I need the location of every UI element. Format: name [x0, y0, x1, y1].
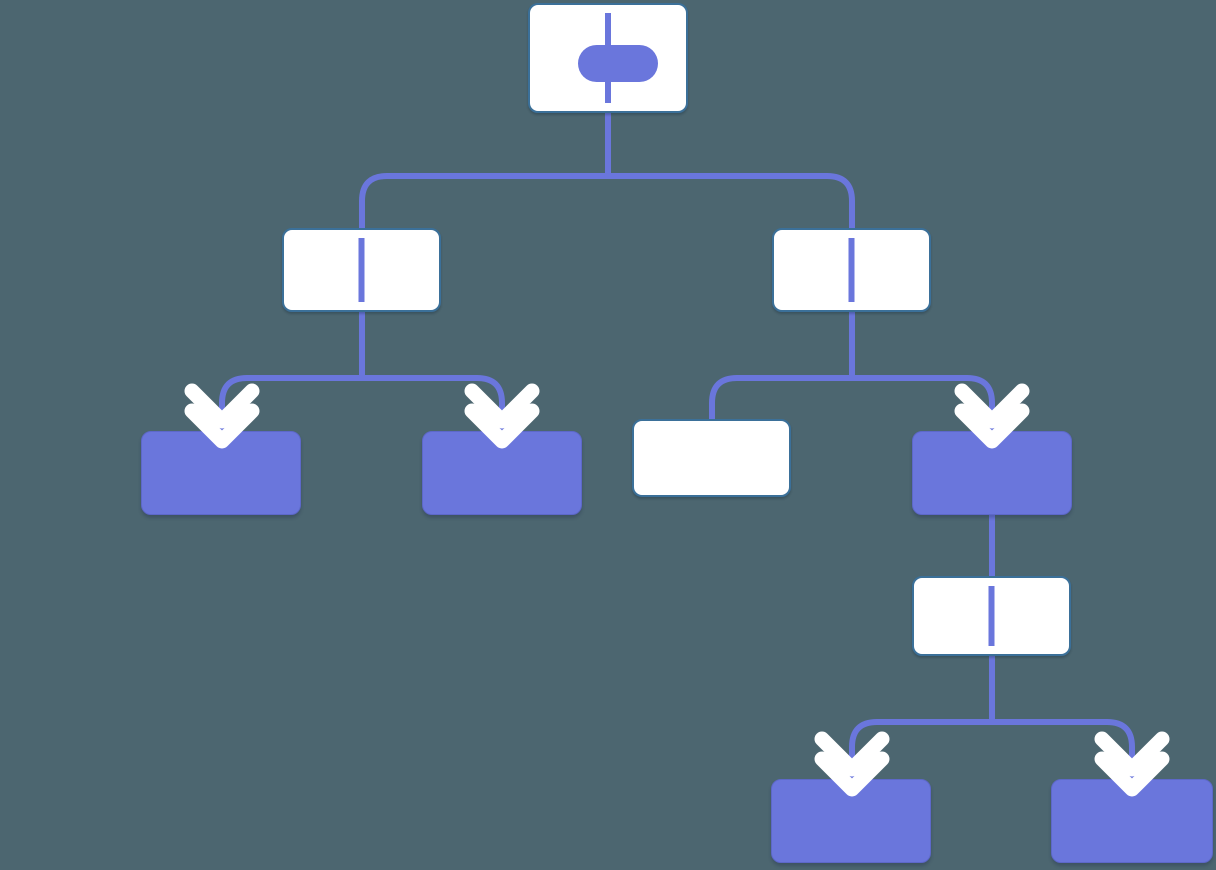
- level4-node-left[interactable]: [771, 779, 931, 863]
- root-node-pill: [578, 45, 658, 82]
- level1-node-right[interactable]: [772, 228, 931, 312]
- level2-node-3[interactable]: [632, 419, 791, 497]
- level3-node-white[interactable]: [912, 576, 1071, 656]
- level1-node-left[interactable]: [282, 228, 441, 312]
- level2-node-1[interactable]: [141, 431, 301, 515]
- level2-node-4[interactable]: [912, 431, 1072, 515]
- root-node[interactable]: [528, 3, 688, 113]
- level4-node-right[interactable]: [1051, 779, 1213, 863]
- level2-node-2[interactable]: [422, 431, 582, 515]
